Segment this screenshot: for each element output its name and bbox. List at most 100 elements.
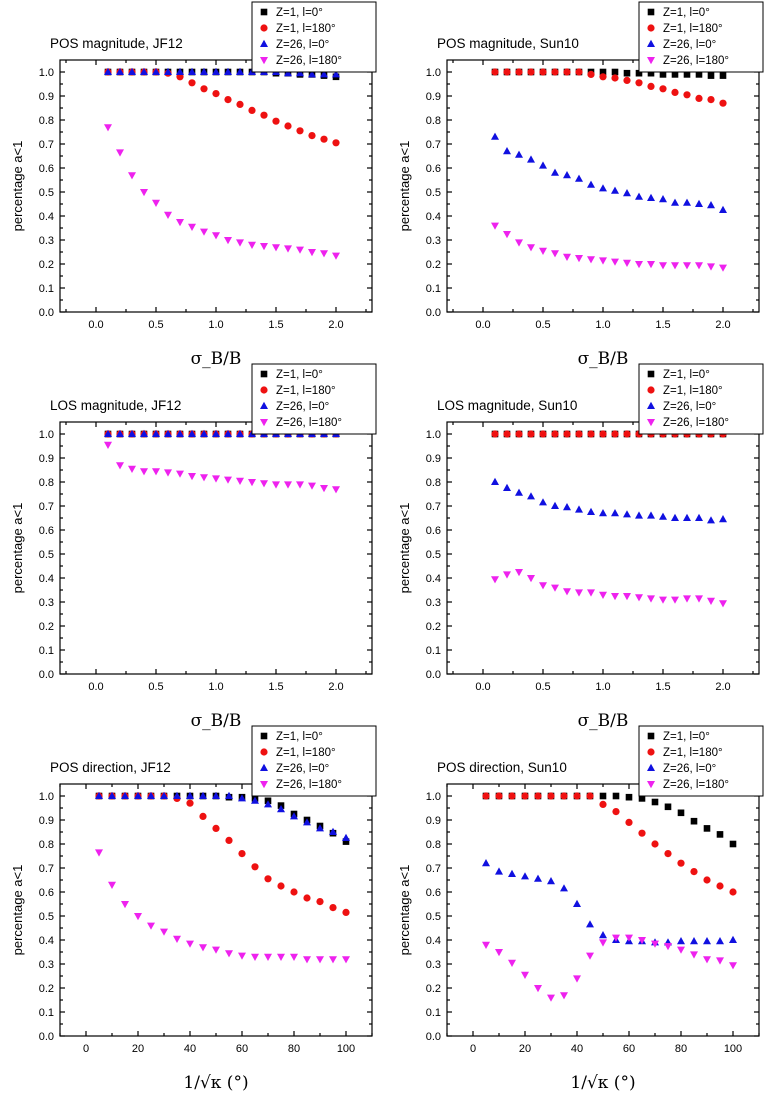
y-tick-label: 0.8 bbox=[39, 115, 54, 127]
y-tick-label: 0.7 bbox=[426, 139, 441, 151]
x-tick-label: 0 bbox=[83, 1043, 89, 1055]
data-point bbox=[164, 67, 172, 75]
data-point bbox=[671, 596, 679, 604]
data-point bbox=[664, 803, 672, 811]
y-tick-label: 0.5 bbox=[426, 187, 441, 199]
legend-marker bbox=[260, 748, 268, 756]
data-point bbox=[329, 827, 337, 835]
legend-marker bbox=[647, 401, 655, 409]
data-point bbox=[236, 239, 244, 247]
data-point bbox=[599, 430, 607, 438]
data-point bbox=[503, 571, 511, 579]
data-point bbox=[683, 595, 691, 603]
data-point bbox=[527, 68, 535, 76]
y-tick-label: 0.5 bbox=[426, 911, 441, 923]
data-point bbox=[515, 68, 523, 76]
data-point bbox=[707, 201, 715, 209]
data-point bbox=[248, 106, 256, 114]
legend: Z=1, l=0°Z=1, l=180°Z=26, l=0°Z=26, l=18… bbox=[251, 363, 377, 435]
chart-title: POS magnitude, Sun10 bbox=[437, 36, 579, 51]
legend-label: Z=26, l=0° bbox=[276, 401, 329, 413]
legend-box bbox=[251, 1, 377, 73]
y-tick-label: 0.6 bbox=[39, 163, 54, 175]
data-point bbox=[212, 67, 220, 75]
x-tick-label: 60 bbox=[236, 1043, 248, 1055]
data-point bbox=[164, 211, 172, 219]
data-point bbox=[277, 953, 285, 961]
data-point bbox=[599, 800, 607, 809]
data-point bbox=[277, 805, 285, 813]
data-point bbox=[116, 67, 124, 75]
data-point bbox=[188, 79, 196, 87]
data-point bbox=[729, 935, 737, 943]
data-point bbox=[515, 150, 523, 158]
data-point bbox=[164, 429, 172, 437]
data-point bbox=[225, 791, 233, 799]
y-tick-label: 0.4 bbox=[426, 935, 441, 947]
data-point bbox=[508, 869, 516, 877]
data-point bbox=[116, 462, 124, 470]
data-point bbox=[108, 881, 116, 889]
legend-label: Z=1, l=0° bbox=[663, 369, 710, 381]
data-point bbox=[236, 477, 244, 485]
data-point bbox=[199, 944, 207, 952]
data-point bbox=[575, 589, 583, 597]
legend-label: Z=26, l=180° bbox=[663, 779, 729, 791]
data-point bbox=[491, 477, 499, 485]
data-point bbox=[563, 430, 571, 438]
series-4 bbox=[104, 124, 340, 260]
y-tick-label: 1.0 bbox=[426, 791, 441, 803]
legend-label: Z=26, l=180° bbox=[663, 55, 729, 67]
y-tick-label: 0.0 bbox=[426, 1031, 441, 1043]
data-point bbox=[284, 122, 292, 130]
data-point bbox=[332, 486, 340, 494]
data-point bbox=[212, 429, 220, 437]
data-point bbox=[308, 482, 316, 490]
data-point bbox=[212, 946, 220, 954]
legend-box bbox=[251, 363, 377, 435]
legend-label: Z=26, l=180° bbox=[276, 779, 342, 791]
y-tick-label: 0.4 bbox=[39, 935, 54, 947]
plot-frame bbox=[59, 59, 373, 313]
legend-marker bbox=[647, 419, 655, 427]
y-tick-label: 0.1 bbox=[426, 283, 441, 295]
data-point bbox=[212, 232, 220, 240]
y-tick-label: 0.9 bbox=[39, 453, 54, 465]
data-point bbox=[703, 876, 711, 884]
y-tick-label: 0.4 bbox=[39, 211, 54, 223]
y-tick-label: 0.9 bbox=[426, 815, 441, 827]
legend: Z=1, l=0°Z=1, l=180°Z=26, l=0°Z=26, l=18… bbox=[638, 363, 764, 435]
data-point bbox=[264, 800, 272, 808]
data-point bbox=[539, 161, 547, 169]
x-tick-label: 0.5 bbox=[535, 319, 550, 331]
data-point bbox=[296, 246, 304, 254]
x-tick-label: 80 bbox=[288, 1043, 300, 1055]
data-point bbox=[707, 516, 715, 524]
series-4 bbox=[491, 222, 727, 272]
data-point bbox=[587, 180, 595, 188]
data-point bbox=[551, 584, 559, 592]
data-point bbox=[539, 247, 547, 255]
y-tick-label: 0.1 bbox=[426, 645, 441, 657]
data-point bbox=[659, 195, 667, 203]
data-point bbox=[521, 872, 529, 880]
data-point bbox=[611, 74, 619, 82]
data-point bbox=[659, 262, 667, 270]
data-point bbox=[599, 591, 607, 599]
data-point bbox=[104, 67, 112, 75]
data-point bbox=[611, 258, 619, 266]
data-point bbox=[573, 975, 581, 983]
x-tick-label: 1.0 bbox=[595, 681, 610, 693]
y-tick-label: 0.2 bbox=[426, 621, 441, 633]
data-point bbox=[635, 79, 643, 87]
legend-marker bbox=[647, 370, 655, 378]
y-tick-label: 0.2 bbox=[426, 259, 441, 271]
y-tick-label: 0.6 bbox=[39, 525, 54, 537]
series-2 bbox=[482, 792, 737, 896]
data-point bbox=[277, 882, 285, 890]
data-point bbox=[320, 135, 328, 143]
data-point bbox=[575, 430, 583, 438]
